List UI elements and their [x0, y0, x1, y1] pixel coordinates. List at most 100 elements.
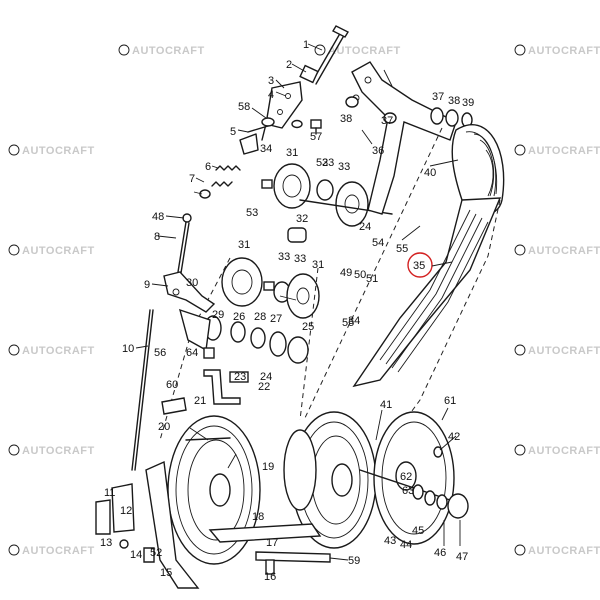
- callout-36: 36: [372, 145, 384, 157]
- watermark-text: AUTOCRAFT: [528, 245, 600, 257]
- callout-40: 40: [424, 167, 436, 179]
- watermark-logo: AUTOCRAFT: [8, 144, 95, 157]
- callout-20: 20: [158, 421, 170, 433]
- callout-35: 35: [413, 260, 425, 272]
- watermark-logo: AUTOCRAFT: [8, 344, 95, 357]
- spring-6-7: [199, 165, 241, 199]
- callout-23: 23: [234, 371, 246, 383]
- callout-27: 27: [270, 313, 282, 325]
- watermark-text: AUTOCRAFT: [22, 445, 95, 457]
- bolt-assembly-top: [299, 25, 349, 85]
- callout-37: 37: [381, 115, 393, 127]
- bracket-56-64: [178, 308, 215, 359]
- callout-2: 2: [286, 59, 292, 71]
- callout-50: 50: [354, 269, 366, 281]
- rod-5: [239, 125, 269, 155]
- callout-17: 17: [266, 537, 278, 549]
- callout-14: 14: [130, 549, 142, 561]
- callout-46: 46: [434, 547, 446, 559]
- callout-44: 44: [400, 539, 412, 551]
- callout-37: 37: [432, 91, 444, 103]
- watermark-logo: AUTOCRAFT: [514, 444, 600, 457]
- lever-9: [163, 271, 216, 313]
- rod-8: [177, 213, 192, 274]
- watermark-text: AUTOCRAFT: [22, 545, 95, 557]
- watermark-text: AUTOCRAFT: [22, 345, 95, 357]
- watermark-logo: AUTOCRAFT: [514, 44, 600, 57]
- callout-34: 34: [348, 315, 360, 327]
- callout-24: 24: [359, 221, 371, 233]
- watermark-logo: AUTOCRAFT: [514, 344, 600, 357]
- callout-56: 56: [154, 347, 166, 359]
- callout-11: 11: [104, 487, 115, 499]
- callout-7: 7: [189, 173, 195, 185]
- bracket-11-13: [95, 483, 155, 563]
- callout-58: 58: [238, 101, 250, 113]
- callout-62: 62: [400, 471, 412, 483]
- watermark-text: AUTOCRAFT: [528, 345, 600, 357]
- callout-31: 31: [312, 259, 324, 271]
- callout-4: 4: [268, 89, 274, 101]
- rod-10: [131, 309, 154, 471]
- pulley-lower: [221, 257, 320, 319]
- watermark-logo: AUTOCRAFT: [8, 444, 95, 457]
- watermark-text: AUTOCRAFT: [328, 45, 401, 57]
- small-parts-26-57-58: [261, 117, 322, 135]
- bushing-32: [287, 227, 307, 243]
- callout-51: 51: [366, 273, 378, 285]
- watermark-text: AUTOCRAFT: [528, 145, 600, 157]
- callout-22: 22: [258, 381, 270, 393]
- callout-45: 45: [412, 525, 424, 537]
- callout-12: 12: [120, 505, 132, 517]
- watermark-text: AUTOCRAFT: [22, 245, 95, 257]
- callout-39: 39: [462, 97, 474, 109]
- callout-25: 25: [302, 321, 314, 333]
- watermark-text: AUTOCRAFT: [22, 145, 95, 157]
- small-parts-37-38-39: [345, 96, 473, 128]
- pulley-upper: [261, 163, 393, 227]
- callout-41: 41: [380, 399, 392, 411]
- callout-31: 31: [238, 239, 250, 251]
- callout-32: 32: [296, 213, 308, 225]
- watermark-text: AUTOCRAFT: [132, 45, 205, 57]
- callout-43: 43: [384, 535, 396, 547]
- callout-15: 15: [160, 567, 172, 579]
- base-plate-16-59: [208, 523, 331, 575]
- callout-61: 61: [444, 395, 456, 407]
- belt-35: [352, 197, 502, 388]
- callout-38: 38: [448, 95, 460, 107]
- watermark-logo: AUTOCRAFT: [514, 144, 600, 157]
- watermark-logo: AUTOCRAFT: [118, 44, 205, 57]
- callout-47: 47: [456, 551, 468, 563]
- callout-55: 55: [396, 243, 408, 255]
- callout-labels: 1 2 3 4 5 6 7 8 9 10 11 12 13 14 15 16 1…: [100, 39, 474, 583]
- cover-15: [145, 460, 200, 589]
- callout-24: 24: [260, 371, 272, 383]
- callout-31: 31: [286, 147, 298, 159]
- callout-28: 28: [254, 311, 266, 323]
- callout-5: 5: [230, 126, 236, 138]
- callout-33: 33: [322, 157, 334, 169]
- callout-30: 30: [186, 277, 198, 289]
- callout-59: 59: [348, 555, 360, 567]
- callout-16: 16: [264, 571, 276, 583]
- callout-10: 10: [122, 343, 134, 355]
- pulley-20: [167, 415, 261, 565]
- watermark-logo: AUTOCRAFT: [514, 544, 600, 557]
- callout-64: 64: [186, 347, 198, 359]
- pulley-41: [283, 411, 377, 549]
- callout-57: 57: [310, 131, 322, 143]
- washers-26-29: [204, 315, 309, 364]
- callout-38: 38: [340, 113, 352, 125]
- callout-60: 60: [166, 379, 178, 391]
- callout-49: 49: [340, 267, 352, 279]
- watermark-text: AUTOCRAFT: [528, 545, 600, 557]
- watermark-text: AUTOCRAFT: [528, 45, 600, 57]
- callout-48: 48: [152, 211, 164, 223]
- callout-55: 55: [342, 317, 354, 329]
- highlight-ring-35: [407, 252, 433, 278]
- callout-33: 33: [278, 251, 290, 263]
- callout-6: 6: [205, 161, 211, 173]
